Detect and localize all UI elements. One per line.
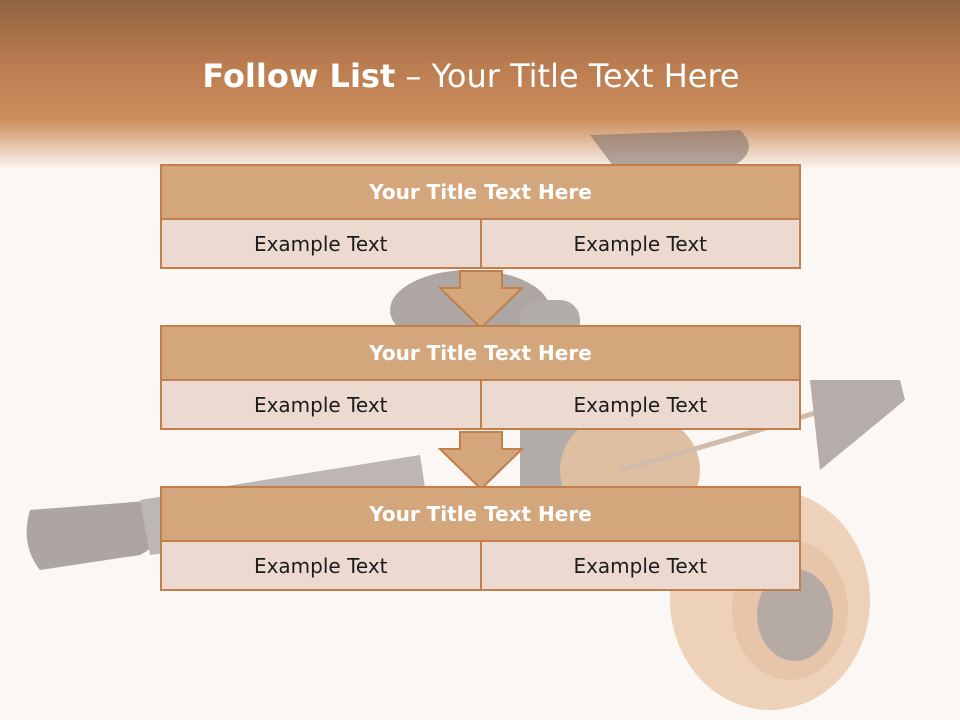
block-cell-left: Example Text	[253, 392, 388, 417]
block-row: Example Text Example Text	[160, 542, 801, 591]
block-cell-right: Example Text	[479, 220, 800, 267]
block-row: Example Text Example Text	[160, 381, 801, 430]
down-arrow-icon	[438, 270, 524, 330]
list-block-3: Your Title Text Here Example Text Exampl…	[160, 486, 801, 591]
block-title: Your Title Text Here	[160, 325, 801, 381]
block-cell-right: Example Text	[479, 542, 800, 589]
block-title: Your Title Text Here	[160, 164, 801, 220]
title-bold: Follow List	[202, 57, 396, 95]
block-title: Your Title Text Here	[160, 486, 801, 542]
down-arrow-icon	[438, 431, 524, 491]
list-block-1: Your Title Text Here Example Text Exampl…	[160, 164, 801, 269]
list-block-2: Your Title Text Here Example Text Exampl…	[160, 325, 801, 430]
block-cell-left: Example Text	[253, 553, 388, 578]
block-cell-left: Example Text	[253, 231, 388, 256]
block-cell-right: Example Text	[479, 381, 800, 428]
slide-title: Follow List – Your Title Text Here	[0, 52, 942, 100]
title-rest: – Your Title Text Here	[395, 57, 740, 95]
block-row: Example Text Example Text	[160, 220, 801, 269]
